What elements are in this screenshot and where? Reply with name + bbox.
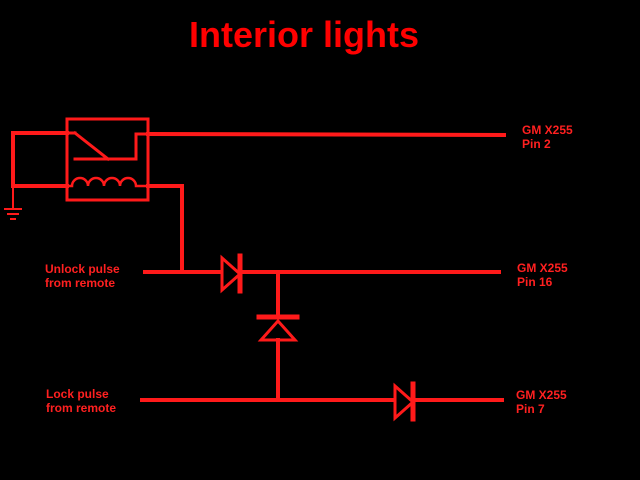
label-pin7: GM X255 Pin 7 xyxy=(516,388,567,416)
diode-bridge xyxy=(256,314,300,342)
relay-coil xyxy=(65,176,150,188)
diagram-title: Interior lights xyxy=(188,14,419,55)
relay-input-wire xyxy=(11,131,69,188)
label-pin16: GM X255 Pin 16 xyxy=(517,261,568,289)
relay-switch xyxy=(65,130,150,162)
diode-unlock xyxy=(220,253,243,294)
relay-box xyxy=(65,117,150,202)
diode-lock xyxy=(393,381,416,422)
wire-pin2 xyxy=(145,131,507,138)
label-pin2: GM X255 Pin 2 xyxy=(522,123,573,151)
label-unlock-pulse: Unlock pulse from remote xyxy=(45,262,120,290)
ground-symbol xyxy=(4,208,22,220)
wire-coil-to-unlock xyxy=(146,184,184,274)
label-lock-pulse: Lock pulse from remote xyxy=(46,387,117,415)
